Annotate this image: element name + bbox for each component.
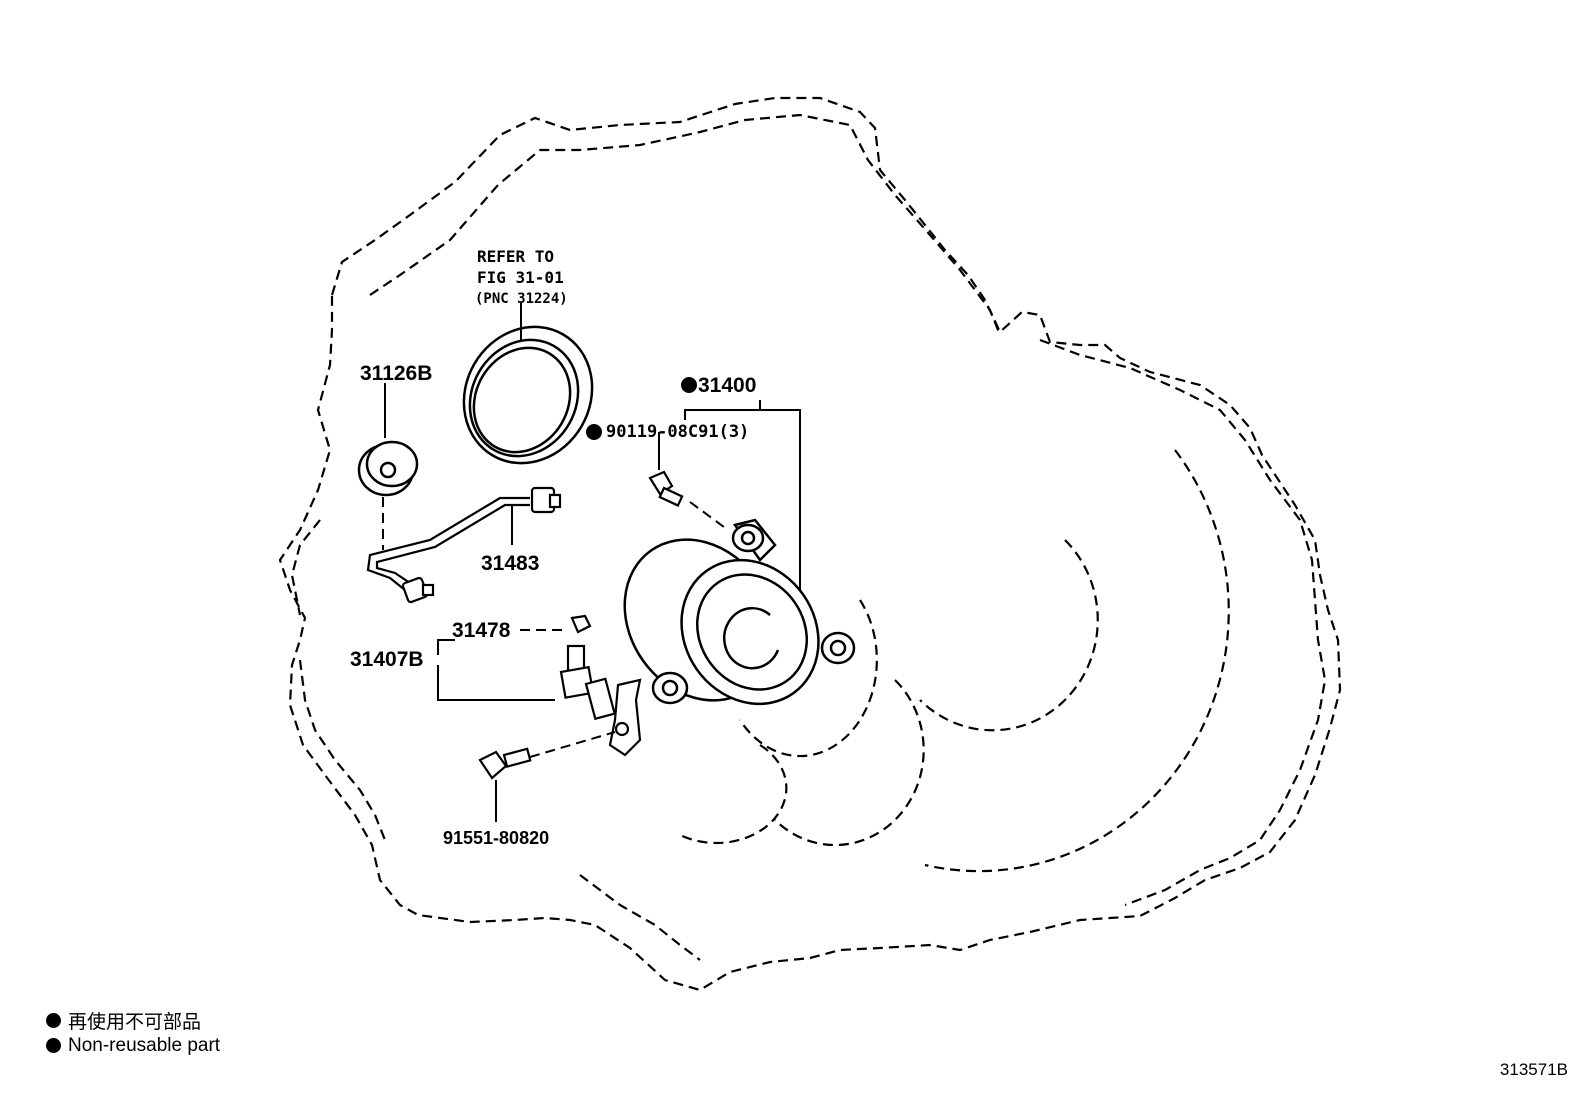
oil-seal-ring (462, 325, 594, 465)
nonreusable-dot-31400 (681, 377, 697, 393)
bullet-icon (46, 1038, 61, 1053)
bracket-31407B (437, 639, 555, 701)
refer-line3: (PNC 31224) (475, 291, 568, 307)
label-31483: 31483 (481, 552, 539, 575)
bracket-31400 (684, 409, 801, 590)
nonreusable-dot-90119 (586, 424, 602, 440)
release-cylinder-31400 (623, 518, 856, 706)
label-91551: 91551-80820 (443, 828, 549, 848)
bullet-icon (46, 1013, 61, 1028)
label-31407B: 31407B (350, 648, 424, 671)
housing-outline (278, 96, 1342, 992)
hose-31483 (366, 486, 562, 604)
label-31126B: 31126B (360, 362, 432, 385)
refer-line2: FIG 31-01 (477, 268, 564, 287)
legend-row-jp: 再使用不可部品 (46, 1008, 220, 1033)
figure-code: 313571B (1499, 1060, 1568, 1079)
refer-line1: REFER TO (477, 247, 554, 266)
leader-bolt-dash (689, 501, 729, 531)
bolt-90119 (648, 470, 684, 507)
label-31400: 31400 (698, 374, 756, 397)
label-31478: 31478 (452, 619, 511, 642)
leader-bolt2-dash (529, 731, 616, 758)
legend-jp-text: 再使用不可部品 (68, 1012, 202, 1033)
label-90119: 90119-08C91(3) (606, 422, 749, 442)
bleeder-31407B (559, 614, 642, 757)
legend-en-text: Non-reusable part (68, 1034, 221, 1056)
legend-row-en: Non-reusable part (46, 1033, 220, 1058)
plug-31126B (357, 440, 419, 497)
bolt-91551 (478, 747, 532, 780)
legend: 再使用不可部品 Non-reusable part (46, 1008, 220, 1058)
